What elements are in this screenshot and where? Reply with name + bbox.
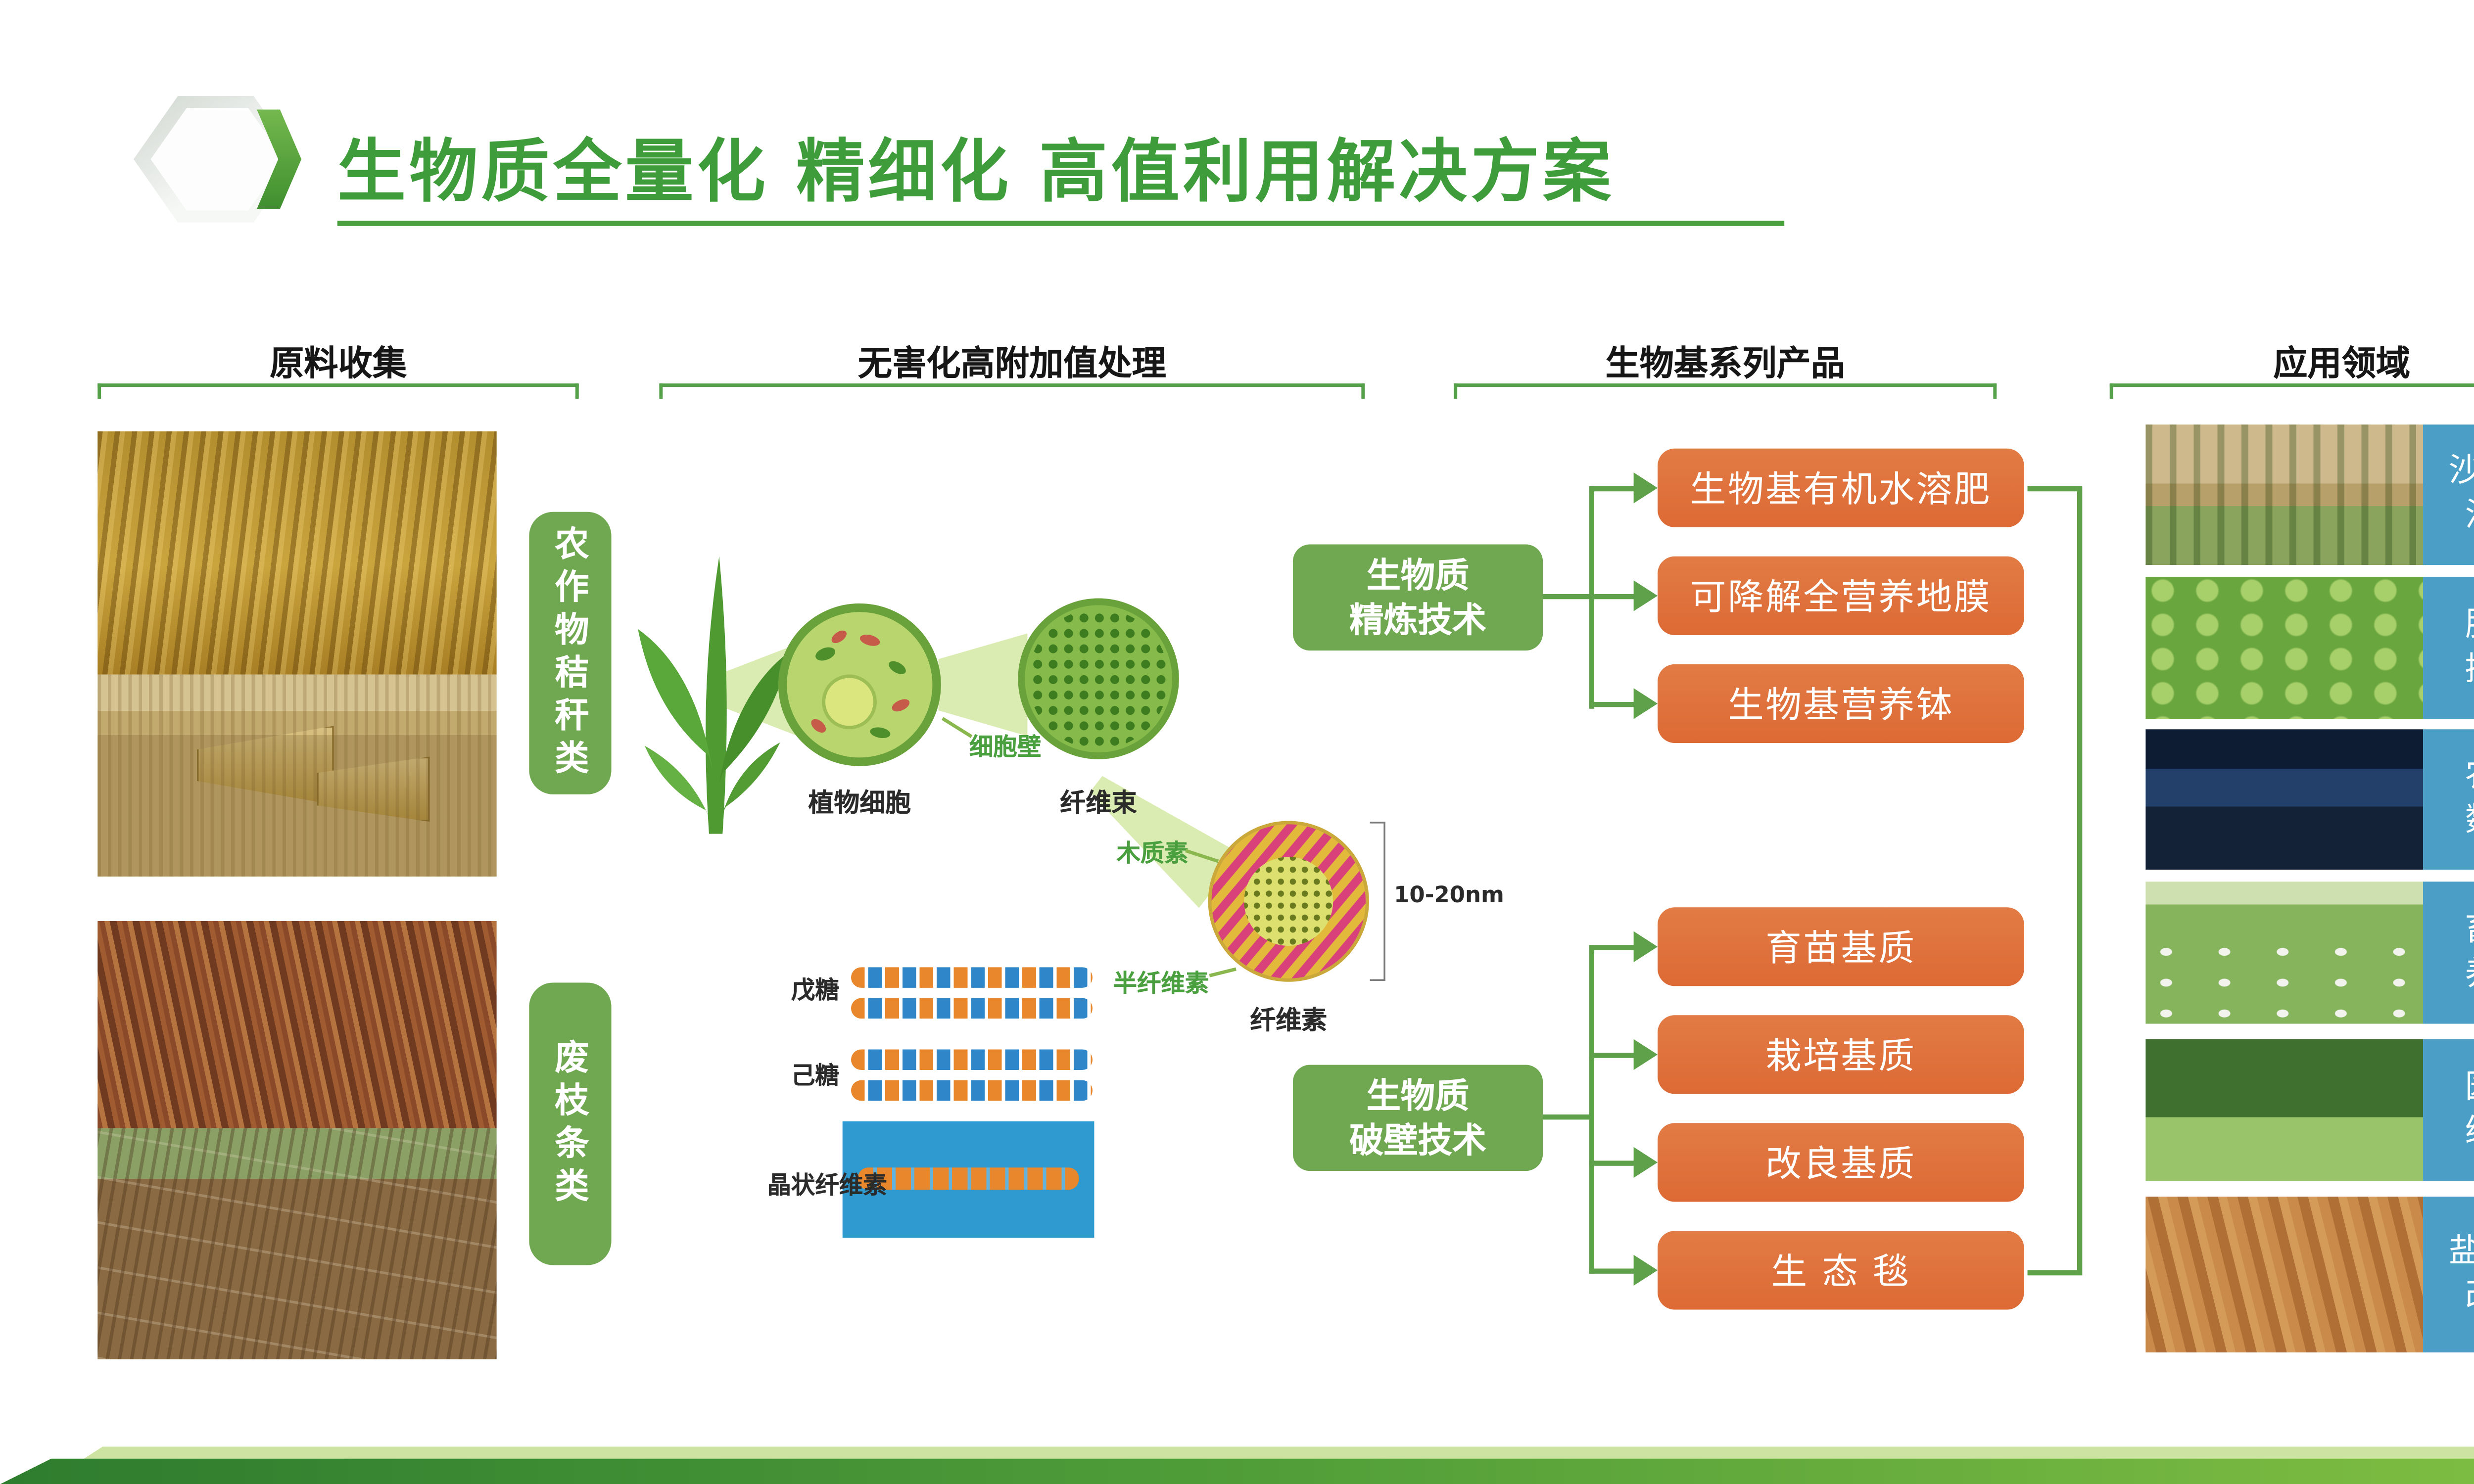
application-label-agri-data: 农业 数据 xyxy=(2423,729,2474,870)
arrow-head-icon xyxy=(1633,688,1658,719)
connector-wallbreaking-spine xyxy=(1589,945,1595,1274)
label-lignin: 木质素 xyxy=(1116,840,1189,868)
application-photo-agri-data xyxy=(2145,729,2424,870)
arrow-head-icon xyxy=(1633,1039,1658,1070)
cellulose-chain xyxy=(857,1167,1079,1190)
tech-box-refining: 生物质 精炼技术 xyxy=(1292,544,1543,651)
section-title-applications: 应用领域 xyxy=(2273,342,2411,384)
application-photo-saline-soil xyxy=(2145,1197,2424,1353)
arrow-shaft xyxy=(1589,594,1637,600)
product-pill-eco-blanket: 生 态 毯 xyxy=(1658,1231,2024,1310)
application-label-landscaping: 园林 绿化 xyxy=(2423,1039,2474,1181)
application-label-fertility: 肥力 提升 xyxy=(2423,577,2474,719)
label-cell-wall: 细胞壁 xyxy=(969,734,1042,762)
arrow-shaft xyxy=(1589,1160,1637,1166)
arrow-shaft xyxy=(1589,1053,1637,1058)
plant-illustration xyxy=(638,556,791,834)
bracket-process xyxy=(659,383,1365,399)
arrow-head-icon xyxy=(1633,931,1658,962)
title-underline xyxy=(337,221,1785,226)
products-to-applications-spine xyxy=(2077,486,2083,1276)
bracket-products xyxy=(1454,383,1997,399)
label-pentose: 戊糖 xyxy=(791,977,839,1005)
application-photo-fertility xyxy=(2145,577,2424,719)
product-pill-seedling-substrate: 育苗基质 xyxy=(1658,907,2024,986)
bracket-applications xyxy=(2109,383,2474,399)
fiber-bundle-figure xyxy=(1018,598,1179,759)
arrow-head-icon xyxy=(1633,580,1658,611)
product-pill-degradable-mulch-film: 可降解全营养地膜 xyxy=(1658,556,2024,635)
arrow-shaft xyxy=(1589,945,1637,950)
arrow-head-icon xyxy=(1633,1254,1658,1286)
page-title: 生物质全量化 精细化 高值利用解决方案 xyxy=(337,133,1615,213)
pentose-chain-row xyxy=(851,967,1093,988)
label-plant-cell: 植物细胞 xyxy=(808,787,911,819)
straw-bale-shape xyxy=(317,756,430,822)
section-title-products: 生物基系列产品 xyxy=(1605,342,1846,384)
application-label-livestock: 畜牧 养殖 xyxy=(2423,881,2474,1024)
section-title-process: 无害化高附加值处理 xyxy=(857,342,1166,384)
application-photo-landscaping xyxy=(2145,1039,2424,1181)
label-hexose: 己糖 xyxy=(791,1063,839,1091)
straw-bale-photo xyxy=(97,674,497,877)
application-label-saline-soil: 盐碱地 改良 xyxy=(2423,1197,2474,1353)
label-scale-10-20nm: 10-20nm xyxy=(1394,883,1504,909)
orchard-branches-photo xyxy=(97,1128,497,1359)
hexose-chain-row xyxy=(851,1049,1093,1070)
hexose-chain-row xyxy=(851,1080,1093,1101)
pentose-chain-row xyxy=(851,998,1093,1019)
arrow-head-icon xyxy=(1633,472,1658,504)
plant-cell-figure xyxy=(778,603,941,766)
straw-bale-shape xyxy=(196,726,334,805)
application-photo-livestock xyxy=(2145,881,2424,1024)
bottom-ribbon-main xyxy=(0,1458,2474,1484)
bracket-collect xyxy=(97,383,579,399)
cellulose-cross-section-figure xyxy=(1208,821,1369,982)
connector-wallbreaking-stub xyxy=(1543,1114,1591,1120)
corn-straw-photo xyxy=(97,431,497,675)
dimension-bracket xyxy=(1370,822,1385,981)
connector-refining-stub xyxy=(1543,594,1591,600)
material-group-crop-straw: 农作物秸秆类 xyxy=(529,511,612,794)
product-pill-water-soluble-fertilizer: 生物基有机水溶肥 xyxy=(1658,448,2024,527)
beam-cell-to-fiber xyxy=(938,633,1028,737)
label-hemicellulose: 半纤维素 xyxy=(1113,971,1209,998)
material-group-waste-branches: 废枝条类 xyxy=(529,982,612,1265)
product-pill-nutrition-pot: 生物基营养钵 xyxy=(1658,664,2024,743)
label-fiber-bundle: 纤维束 xyxy=(1060,787,1137,819)
connector-refining-spine xyxy=(1589,486,1595,709)
product-pill-improved-substrate: 改良基质 xyxy=(1658,1123,2024,1202)
product-pill-cultivation-substrate: 栽培基质 xyxy=(1658,1015,2024,1094)
arrow-head-icon xyxy=(1633,1147,1658,1178)
tech-box-wall-breaking: 生物质 破壁技术 xyxy=(1292,1065,1543,1171)
products-to-applications-top-stub xyxy=(2027,486,2077,492)
application-photo-desertification xyxy=(2145,424,2424,565)
products-to-applications-bottom-stub xyxy=(2027,1270,2077,1276)
arrow-shaft xyxy=(1589,1268,1637,1274)
label-crystalline-cellulose: 晶状纤维素 xyxy=(767,1172,887,1201)
red-branches-photo xyxy=(97,921,497,1128)
leader-line-cell-wall xyxy=(942,717,973,738)
arrow-shaft xyxy=(1589,701,1637,707)
application-label-desertification: 沙漠化 治理 xyxy=(2423,424,2474,565)
arrow-shaft xyxy=(1589,486,1637,492)
crystalline-cellulose-figure xyxy=(842,1121,1094,1238)
section-title-collect: 原料收集 xyxy=(270,342,407,384)
label-cellulose: 纤维素 xyxy=(1250,1005,1328,1036)
